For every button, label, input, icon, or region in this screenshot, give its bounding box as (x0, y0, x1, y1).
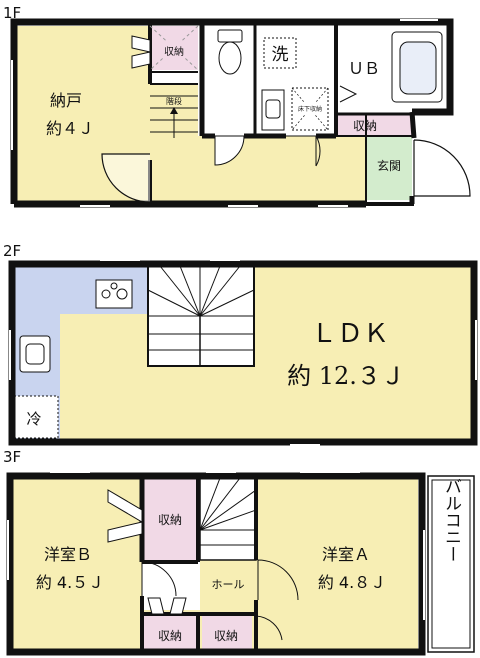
underfloor-label: 床下収納 (298, 105, 322, 113)
laundry-label: 洗 (272, 45, 289, 65)
room-b-size: 約 4.５Ｊ (36, 573, 104, 592)
balcony-label: バルコニー (441, 478, 461, 563)
room-a (258, 478, 418, 650)
room-a-name: 洋室Ａ (322, 545, 370, 564)
wall-3f-outer (6, 472, 426, 656)
door-room-b[interactable] (141, 561, 177, 597)
stairs-label: 階段 (166, 96, 182, 106)
door-bath[interactable] (339, 85, 358, 103)
closet-mid-label: 収納 (158, 513, 182, 527)
floor-3f: 3F (3, 448, 475, 656)
door-storeroom[interactable] (101, 153, 151, 203)
entrance-room (366, 136, 412, 200)
floor-3f-label: 3F (3, 448, 21, 466)
balcony-area (427, 475, 475, 653)
floor-1f-label: 1F (3, 4, 21, 22)
stairs-1f (150, 95, 198, 138)
room-b-name: 洋室Ｂ (44, 545, 92, 564)
wall-1f-entrance-top (409, 111, 417, 139)
bath-label: ＵＢ (348, 59, 380, 78)
laundry-space (263, 37, 297, 69)
stairs-3f (199, 477, 257, 561)
door-toilet[interactable] (214, 135, 245, 166)
wall-2f-outer (8, 260, 478, 446)
fridge-label: 冷 (26, 410, 41, 428)
room-a-size: 約 4.８Ｊ (318, 573, 386, 592)
wall-1f-outer (10, 18, 454, 204)
ldk-size: 約 12.３Ｊ (287, 362, 405, 390)
closet-lower-room (336, 114, 414, 136)
stairs-2f (147, 265, 255, 367)
closet-upper-label: 収納 (164, 45, 184, 58)
ldk-name: ＬＤＫ (311, 319, 389, 349)
stair-area (150, 84, 198, 204)
closet-mid-room (142, 478, 198, 560)
floor-2f-label: 2F (3, 242, 21, 260)
entrance-label: 玄関 (377, 158, 401, 173)
door-closet-br[interactable] (255, 615, 283, 650)
closet-lower-label: 収納 (353, 119, 377, 133)
closet-bl-doors[interactable] (147, 597, 187, 615)
closet-mid-doors[interactable] (107, 489, 143, 543)
fridge-space (13, 395, 59, 439)
toilet-fixture (217, 29, 243, 75)
closet-br-room (202, 616, 252, 650)
storeroom-name: 納戸 (50, 91, 82, 110)
door-room-a[interactable] (257, 559, 299, 601)
floor-1f: 1F (3, 4, 471, 208)
closet-bl-label: 収納 (158, 629, 182, 643)
storeroom-size: 約４Ｊ (46, 119, 94, 138)
closet-br-label: 収納 (214, 629, 238, 643)
hall-label: ホール (212, 578, 245, 591)
floor-2f: 2F 冷 (3, 242, 478, 446)
closet-bl-room (142, 616, 196, 650)
door-entrance[interactable] (413, 139, 471, 197)
closet-upper-doors[interactable] (131, 35, 151, 69)
